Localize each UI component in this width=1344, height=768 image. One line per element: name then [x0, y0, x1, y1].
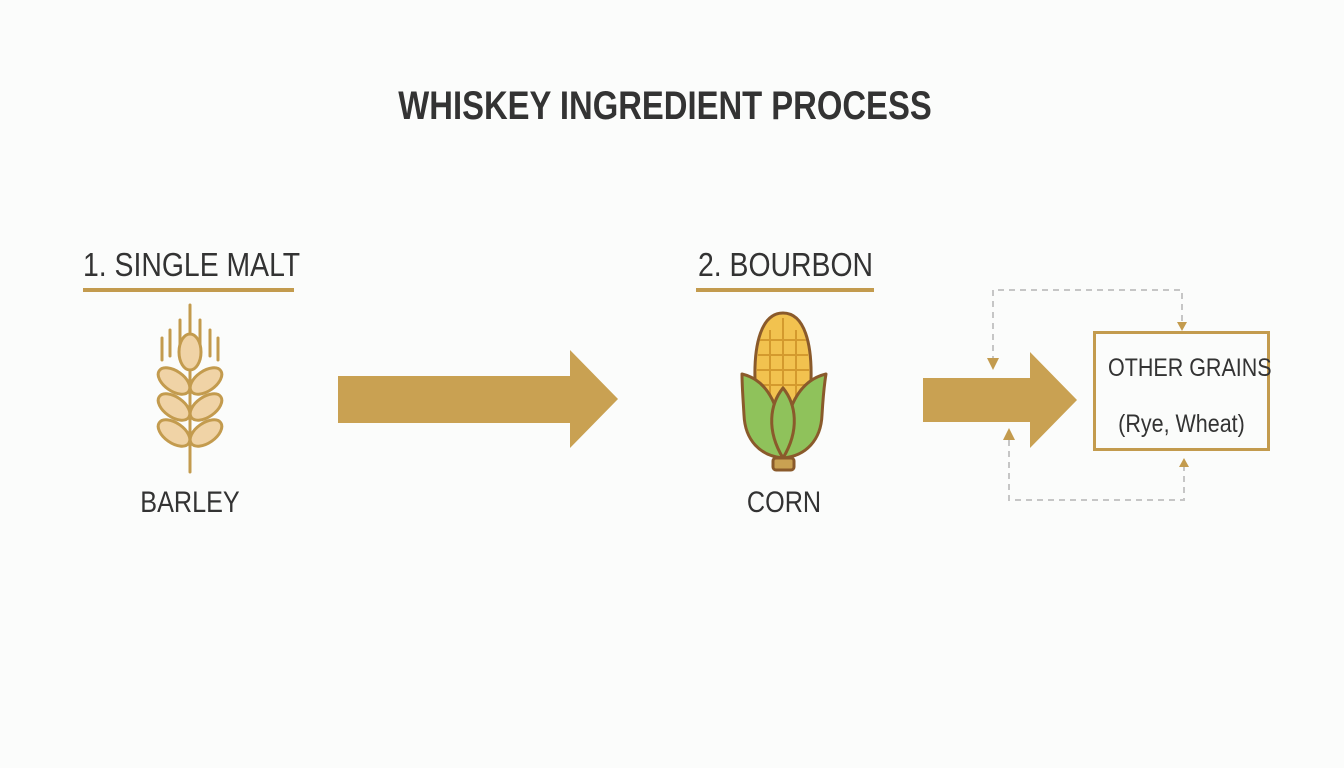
step-2-grain-label: CORN: [746, 486, 822, 519]
barley-icon: [156, 303, 224, 474]
diagram-title: WHISKEY INGREDIENT PROCESS: [398, 84, 932, 128]
corn-icon: [740, 311, 828, 472]
other-grains-box: OTHER GRAINS (Rye, Wheat): [1093, 331, 1272, 451]
step-1-grain-label: BARLEY: [140, 486, 240, 519]
dashed-connector-top: [992, 289, 1183, 362]
dashed-arrowhead-bottom-left: [1003, 428, 1015, 440]
dashed-arrowhead-top-right: [1177, 322, 1187, 331]
step-1-underline: [83, 288, 294, 292]
step-2-heading: 2. BOURBON: [698, 246, 874, 283]
step-2-underline: [696, 288, 874, 292]
arrow-step2-to-other-grains: [923, 352, 1077, 448]
step-1-heading: 1. SINGLE MALT: [83, 246, 301, 283]
dashed-arrowhead-bottom-right: [1179, 458, 1189, 467]
dashed-connector-bottom: [1008, 440, 1185, 501]
other-grains-detail: (Rye, Wheat): [1118, 410, 1245, 438]
arrow-step1-to-step2: [338, 350, 618, 448]
dashed-arrowhead-top-left: [987, 358, 999, 370]
other-grains-title: OTHER GRAINS: [1107, 354, 1272, 382]
